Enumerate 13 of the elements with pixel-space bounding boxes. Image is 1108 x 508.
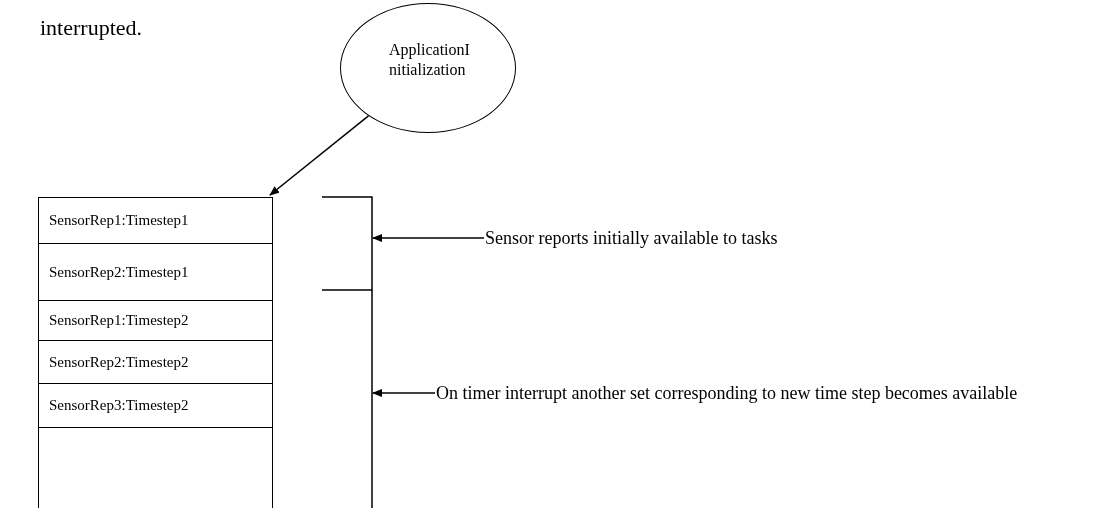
table-row: SensorRep2:Timestep2 (39, 341, 272, 384)
table-row: SensorRep2:Timestep1 (39, 244, 272, 301)
table-row: SensorRep1:Timestep1 (39, 198, 272, 244)
stack-box (38, 197, 273, 508)
table-row: SensorRep1:Timestep2 (39, 301, 272, 341)
bracket (321, 196, 373, 291)
table-row: SensorRep3:Timestep2 (39, 384, 272, 428)
annotation-text: On timer interrupt another set corresponding to new time step becomes available (436, 381, 1036, 433)
annotation-text: Sensor reports initially available to tasks (485, 226, 985, 254)
arrow (269, 115, 370, 196)
arrow (372, 234, 485, 242)
text-fragment: interrupted. (40, 16, 143, 40)
arrow (372, 389, 436, 397)
